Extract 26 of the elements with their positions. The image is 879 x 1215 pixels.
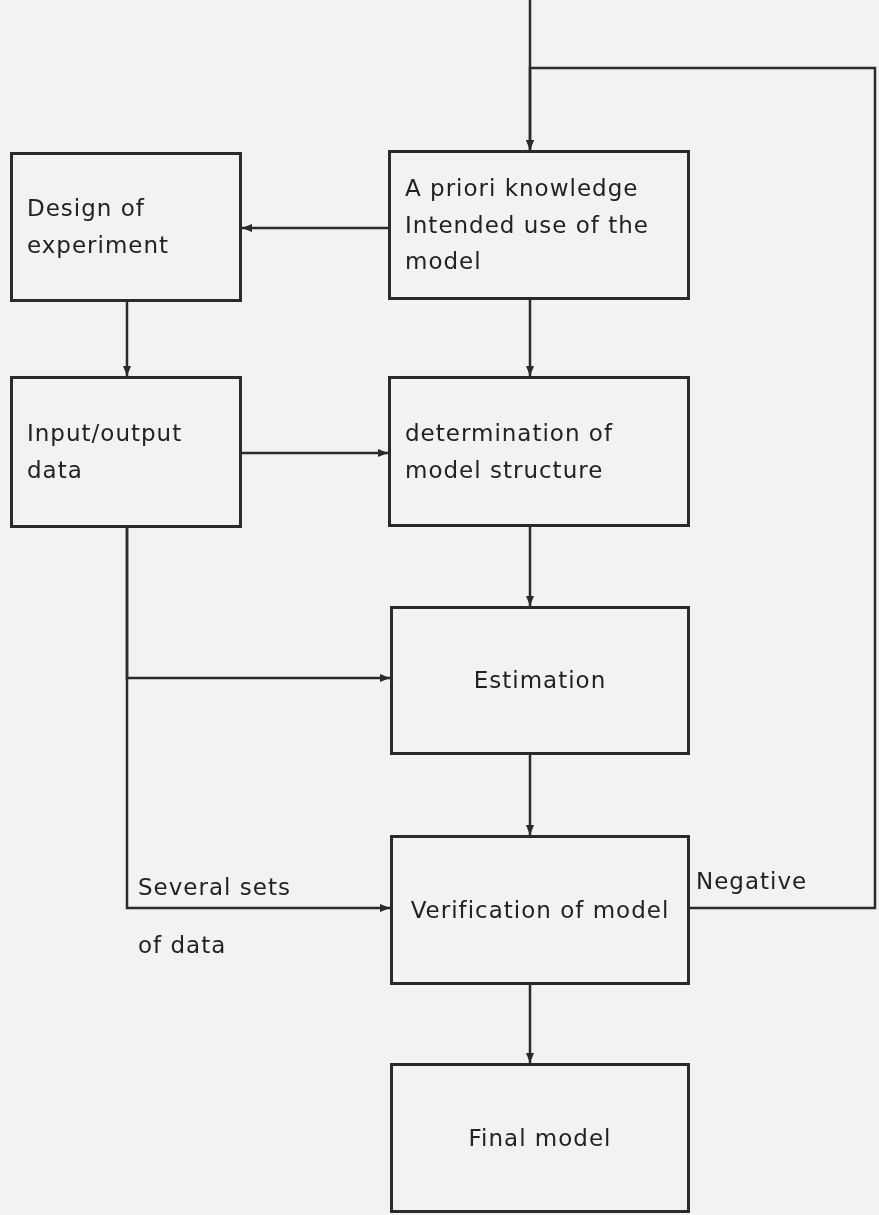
arrow	[123, 302, 131, 376]
box-text: Input/output data	[27, 419, 184, 485]
process-box	[390, 835, 690, 985]
arrow	[526, 755, 534, 835]
edge-label: Several sets of data	[138, 873, 292, 960]
process-box	[390, 606, 690, 755]
process-box	[10, 152, 242, 302]
process-box	[390, 1063, 690, 1213]
process-box	[10, 376, 242, 528]
box-text: A priori knowledge	[405, 173, 640, 203]
box-text: Verification of model	[409, 895, 671, 925]
arrow	[526, 66, 877, 910]
box-text: Design of experiment	[27, 194, 171, 260]
process-box	[388, 150, 690, 300]
arrow	[125, 528, 390, 912]
arrow	[242, 449, 388, 457]
box-text: Estimation	[472, 666, 608, 696]
arrow	[526, 527, 534, 606]
arrow	[526, 985, 534, 1063]
arrow	[526, 300, 534, 376]
arrow	[242, 224, 388, 232]
process-box	[388, 376, 690, 527]
box-text: Final model	[467, 1123, 613, 1153]
edge-label: Negative	[696, 868, 809, 894]
box-text: Intended use of the model	[405, 210, 650, 277]
box-text: determination of model structure	[405, 418, 614, 485]
